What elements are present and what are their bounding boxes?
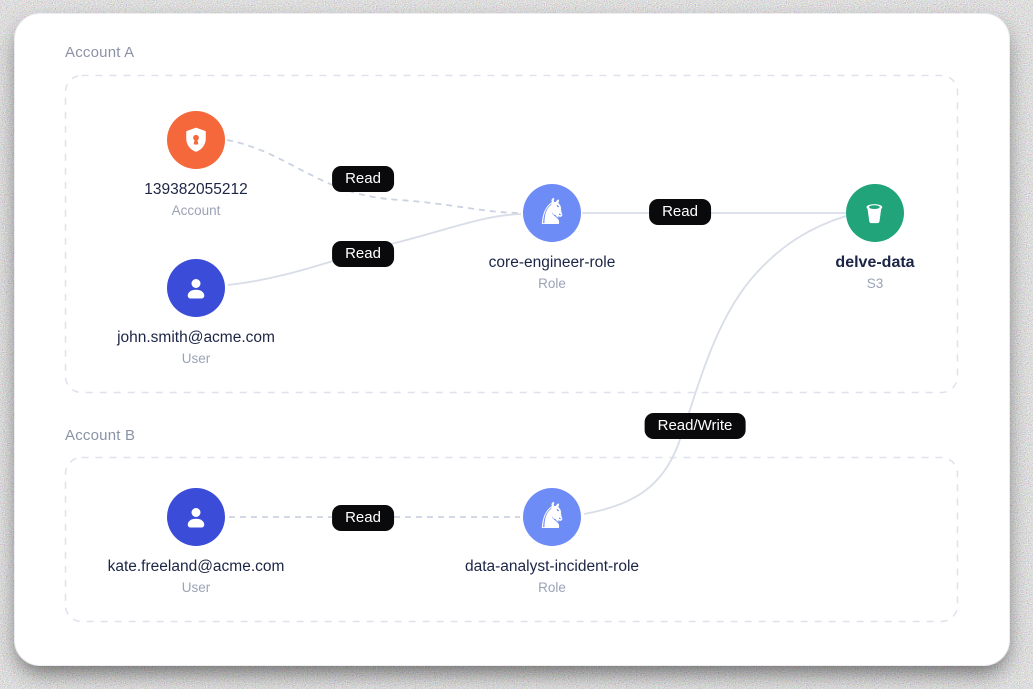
user-icon (167, 488, 225, 546)
node-subtitle: User (181, 351, 211, 366)
node-subtitle: Account (171, 203, 221, 218)
edge-label-account-read: Read (332, 166, 394, 192)
node-role-data-analyst-incident[interactable]: ♞ data-analyst-incident-role Role (422, 488, 682, 595)
node-s3-delve-data[interactable]: delve-data S3 (745, 184, 1005, 291)
node-title: core-engineer-role (488, 254, 616, 271)
node-subtitle: User (181, 580, 211, 595)
edge-label-kate-read: Read (332, 505, 394, 531)
knight-glyph: ♞ (535, 496, 569, 537)
node-title: 139382055212 (144, 181, 248, 198)
node-user-kate[interactable]: kate.freeland@acme.com User (66, 488, 326, 595)
chess-knight-icon: ♞ (523, 488, 581, 546)
node-subtitle: Role (538, 276, 566, 291)
edge-label-john-read: Read (332, 241, 394, 267)
shield-lock-icon (167, 111, 225, 169)
account-b-label: Account B (65, 427, 136, 444)
node-subtitle: S3 (866, 276, 884, 291)
knight-glyph: ♞ (535, 192, 569, 233)
node-title: delve-data (835, 254, 915, 271)
node-title: kate.freeland@acme.com (107, 558, 285, 575)
edge-label-core-role-read: Read (649, 199, 711, 225)
node-title: data-analyst-incident-role (464, 558, 640, 575)
account-a-label: Account A (65, 44, 135, 61)
chess-knight-icon: ♞ (523, 184, 581, 242)
node-subtitle: Role (538, 580, 566, 595)
user-icon (167, 259, 225, 317)
node-account-139382055212[interactable]: 139382055212 Account (66, 111, 326, 218)
node-title: john.smith@acme.com (117, 329, 275, 346)
node-role-core-engineer[interactable]: ♞ core-engineer-role Role (422, 184, 682, 291)
edge-label-analyst-read-write: Read/Write (644, 413, 746, 439)
bucket-icon (846, 184, 904, 242)
node-user-john[interactable]: john.smith@acme.com User (66, 259, 326, 366)
